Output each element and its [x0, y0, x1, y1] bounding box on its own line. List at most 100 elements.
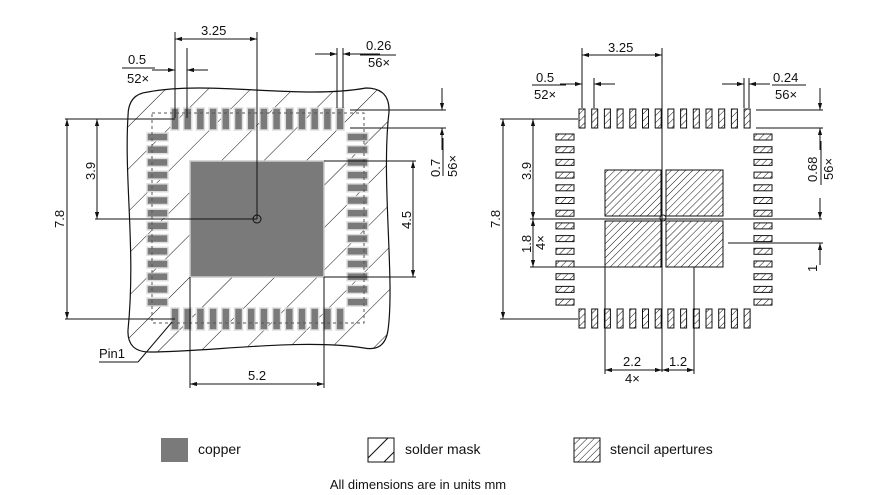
- right-view: 3.25 0.5 52× 0.24 56× 7.8 3.9 1.8 4× 0.6…: [488, 40, 836, 386]
- stencil-pad-top: [718, 108, 726, 129]
- stencil-pad-top: [743, 108, 751, 129]
- dim-7-8: 7.8: [488, 210, 503, 228]
- dim-1-8-count: 4×: [533, 235, 548, 250]
- pad-left: [146, 271, 169, 282]
- pad-bottom: [182, 307, 193, 331]
- dim-1-2: 1.2: [669, 354, 687, 369]
- stencil-pad-right: [753, 298, 773, 306]
- right-pads: [555, 108, 773, 329]
- stencil-pad-bottom: [718, 308, 726, 329]
- pad-right: [346, 233, 369, 244]
- stencil-pad-left: [555, 285, 575, 293]
- pad-top: [309, 107, 320, 131]
- stencil-pad-top: [705, 108, 713, 129]
- pad-corner-outline: [151, 112, 365, 324]
- stencil-pad-left: [555, 171, 575, 179]
- pad-top: [221, 107, 231, 131]
- stencil-pad-left: [555, 273, 575, 281]
- dim-3-9: 3.9: [83, 162, 98, 180]
- dim-0-68: 0.68: [805, 157, 820, 182]
- dim-0-5: 0.5: [128, 52, 146, 67]
- pad-bottom: [208, 307, 218, 331]
- solder-mask-swatch: [367, 437, 395, 463]
- stencil-aperture: [665, 169, 724, 217]
- dim-0-26: 0.26: [366, 38, 391, 53]
- stencil-pad-right: [753, 222, 773, 230]
- stencil-pad-right: [753, 197, 773, 204]
- dim-2-2: 2.2: [623, 354, 641, 369]
- stencil-pad-bottom: [629, 308, 637, 329]
- pad-bottom: [259, 307, 269, 331]
- pad-left: [146, 170, 169, 180]
- stencil-pad-top: [654, 108, 662, 129]
- stencil-pad-left: [555, 209, 575, 217]
- legend-copper-label: copper: [198, 441, 241, 457]
- stencil-aperture: [604, 220, 662, 268]
- stencil-pad-right: [753, 247, 773, 255]
- pad-left: [146, 233, 169, 244]
- stencil-pad-bottom: [692, 308, 700, 329]
- stencil-pad-top: [603, 108, 611, 129]
- stencil-pad-top: [591, 108, 599, 129]
- dim-3-9: 3.9: [519, 162, 534, 180]
- legend-solder-mask-label: solder mask: [405, 441, 481, 457]
- pad-bottom: [233, 307, 244, 331]
- stencil-pad-right: [753, 146, 773, 154]
- stencil-pad-bottom: [654, 308, 662, 329]
- stencil-pad-right: [753, 158, 773, 166]
- stencil-pad-right: [753, 133, 773, 141]
- pad-bottom: [271, 307, 282, 331]
- dim-0-5: 0.5: [536, 70, 554, 85]
- pad-right: [346, 183, 369, 193]
- dim-52x: 52×: [127, 71, 149, 86]
- pad-top: [297, 107, 307, 131]
- pad-right: [346, 221, 369, 231]
- pad-top: [284, 107, 295, 131]
- pad-bottom: [221, 307, 231, 331]
- copper-swatch: [161, 438, 188, 462]
- left-dimensions: [64, 32, 446, 388]
- stencil-pad-top: [730, 108, 738, 129]
- pad-bottom: [297, 307, 307, 331]
- stencil-pad-right: [753, 171, 773, 179]
- stencil-pad-left: [555, 197, 575, 204]
- stencil-pad-bottom: [667, 308, 675, 329]
- pin1-label: Pin1: [99, 346, 125, 361]
- dim-52x: 52×: [534, 87, 556, 102]
- stencil-pad-right: [753, 285, 773, 293]
- stencil-pad-top: [642, 108, 649, 129]
- pad-bottom: [246, 307, 256, 331]
- dim-3-25: 3.25: [201, 23, 226, 38]
- pad-left: [146, 259, 169, 269]
- stencil-pad-bottom: [642, 308, 649, 329]
- stencil-pad-top: [578, 108, 586, 129]
- pad-top: [259, 107, 269, 131]
- dim-0-24: 0.24: [773, 70, 798, 85]
- pad-right: [346, 157, 369, 168]
- stencil-pad-right: [753, 273, 773, 281]
- pin1-leader: [137, 321, 173, 363]
- stencil-pad-left: [555, 235, 575, 243]
- pad-top: [322, 107, 333, 131]
- pad-top: [208, 107, 218, 131]
- stencil-pad-bottom: [591, 308, 599, 329]
- stencil-pad-bottom: [743, 308, 751, 329]
- pad-left: [146, 297, 169, 307]
- pad-right: [346, 297, 369, 307]
- stencil-pad-top: [667, 108, 675, 129]
- stencil-pad-left: [555, 146, 575, 154]
- stencil-pad-left: [555, 247, 575, 255]
- units-note: All dimensions are in units mm: [329, 477, 507, 492]
- dim-7-8: 7.8: [52, 210, 67, 228]
- pad-top: [335, 107, 345, 131]
- stencil-pad-top: [616, 108, 624, 129]
- stencil-swatch: [573, 437, 601, 463]
- pad-left: [146, 157, 169, 168]
- pad-bottom: [309, 307, 320, 331]
- dim-4-5: 4.5: [399, 211, 414, 229]
- pad-top: [233, 107, 244, 131]
- pad-right: [346, 259, 369, 269]
- pad-bottom: [284, 307, 295, 331]
- pad-left: [146, 284, 169, 295]
- stencil-pad-bottom: [705, 308, 713, 329]
